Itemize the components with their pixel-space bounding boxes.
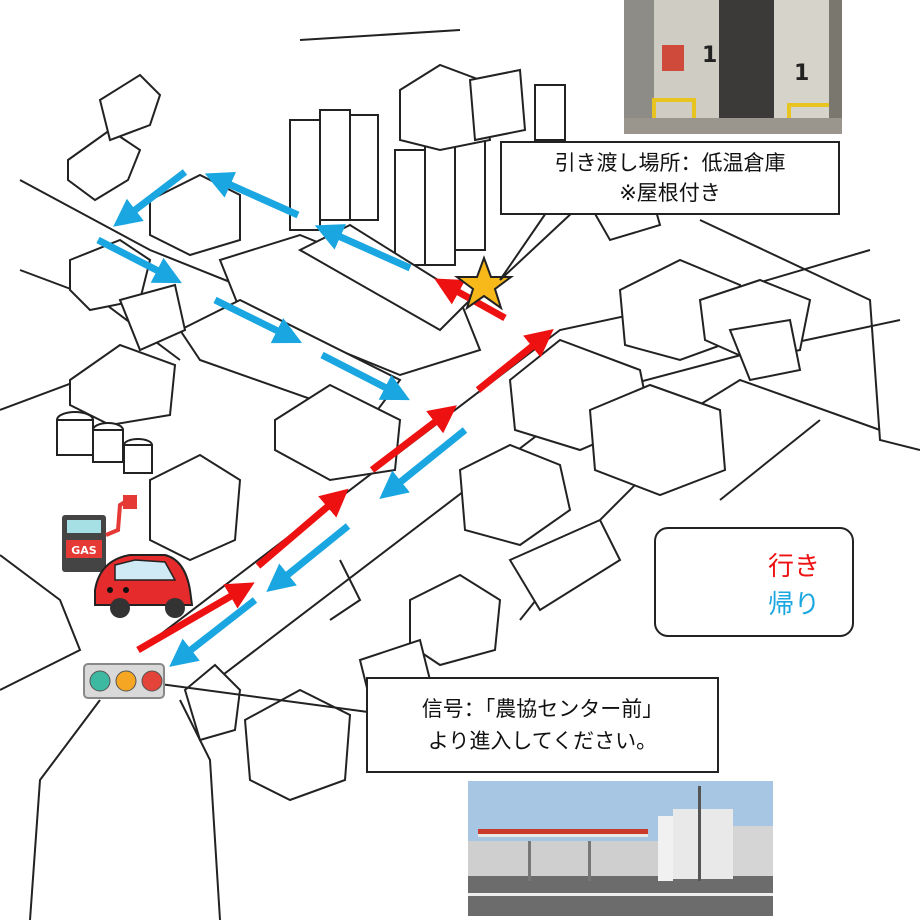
go-arrow: [369, 405, 457, 473]
callout-line: 信号：「農協センター前」: [421, 697, 664, 721]
buildings: [56, 63, 812, 802]
legend-return: 帰り: [656, 580, 852, 620]
handover-location-callout: 引き渡し場所：低温倉庫 ※屋根付き: [500, 141, 840, 215]
callout-line: 引き渡し場所：低温倉庫: [554, 151, 786, 175]
door-number-text: 1: [702, 43, 717, 68]
return-arrow: [213, 296, 303, 344]
go-arrow: [255, 488, 349, 569]
legend-go-label: 行き: [768, 552, 821, 582]
traffic-light-icon: [83, 663, 165, 699]
car-icon: [94, 554, 194, 618]
callout-pointer: [159, 683, 369, 713]
go-arrow: [136, 582, 255, 654]
callout-line: より進入してください。: [427, 729, 658, 753]
legend: 行き 帰り: [654, 527, 854, 637]
go-arrow: [475, 328, 554, 393]
return-arrow: [169, 597, 258, 667]
return-route-arrows: [96, 169, 468, 667]
callout-pointer: [499, 209, 576, 281]
return-arrow: [314, 224, 412, 272]
return-arrow: [320, 351, 410, 401]
return-arrow: [96, 236, 182, 284]
return-arrow: [379, 427, 468, 500]
return-arrow: [113, 169, 188, 227]
callout-line: ※屋根付き: [619, 181, 721, 205]
return-arrow: [266, 523, 351, 593]
warehouse-entrance-photo: 1 1: [624, 0, 842, 134]
intersection-photo: [468, 781, 773, 916]
door-number-text: 1: [794, 61, 809, 86]
return-arrow: [204, 172, 300, 219]
gas-sign-text: GAS: [71, 544, 97, 557]
legend-go: 行き: [656, 542, 852, 582]
gas-station-icon: GAS: [62, 495, 137, 572]
legend-return-label: 帰り: [768, 590, 821, 620]
signal-callout: 信号：「農協センター前」 より進入してください。: [366, 677, 719, 773]
